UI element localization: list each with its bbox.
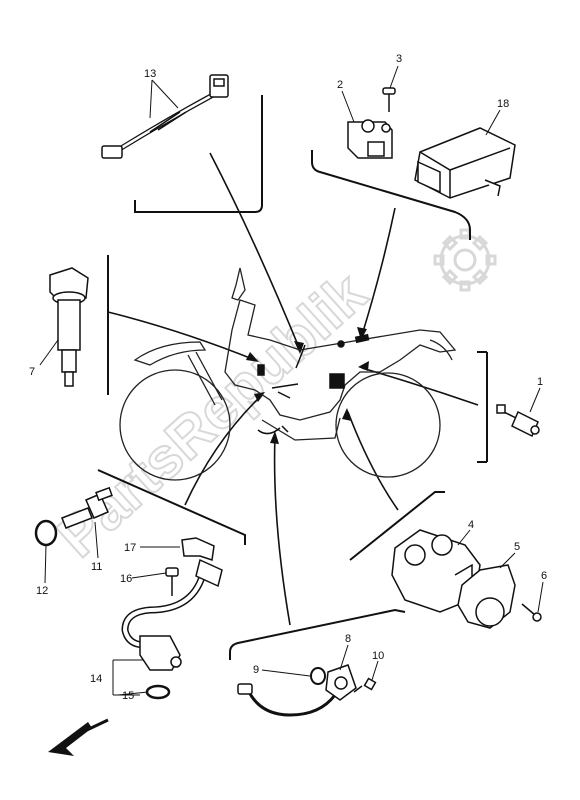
frame-11-12-14-17 xyxy=(97,469,246,545)
part-10-bolt xyxy=(353,677,377,693)
sensor-marker xyxy=(337,340,345,348)
frame-4-5-6 xyxy=(349,491,445,561)
callout-numbers: 1 2 3 4 5 6 7 8 9 10 11 12 13 14 15 16 1… xyxy=(29,53,547,702)
part-5-sensor xyxy=(457,564,516,629)
part-1-sensor xyxy=(496,404,540,438)
front-fender xyxy=(133,341,207,366)
leader-13 xyxy=(209,152,301,351)
frame-1 xyxy=(477,351,488,463)
callout-18: 18 xyxy=(497,98,509,110)
cam-sensor-marker xyxy=(257,425,289,435)
part-4-throttle-body xyxy=(391,529,481,613)
rear-frame xyxy=(429,339,453,361)
group-frames xyxy=(97,95,488,660)
arrow-down-left-icon xyxy=(48,718,109,756)
leader-7 xyxy=(107,311,256,361)
callout-1: 1 xyxy=(537,376,543,388)
callout-8: 8 xyxy=(345,633,351,645)
gear-icon xyxy=(433,228,497,292)
callout-2: 2 xyxy=(337,79,343,91)
callout-3: 3 xyxy=(396,53,402,65)
part-11-sensor xyxy=(61,486,113,529)
callout-15: 15 xyxy=(122,690,134,702)
callout-4: 4 xyxy=(468,519,474,531)
callout-6: 6 xyxy=(541,570,547,582)
callout-leaders xyxy=(39,65,544,696)
part-16-bolt xyxy=(165,567,179,596)
part-2-sensor xyxy=(347,119,393,159)
frame-13 xyxy=(134,95,263,213)
callout-5: 5 xyxy=(514,541,520,553)
part-17-clamp xyxy=(181,537,215,561)
part-3-bolt xyxy=(382,87,396,112)
leader-4 xyxy=(347,411,399,511)
front-wheel xyxy=(119,369,231,481)
part-13-wire-harness xyxy=(101,74,229,159)
callout-7: 7 xyxy=(29,366,35,378)
leader-lines-13 xyxy=(149,79,179,119)
front-fork xyxy=(187,351,223,406)
part-18-ecu xyxy=(414,127,516,199)
callout-13: 13 xyxy=(144,68,156,80)
leader-18 xyxy=(361,207,396,336)
frame-outline xyxy=(224,299,457,421)
callout-11: 11 xyxy=(91,561,102,573)
leader-17 xyxy=(184,394,263,506)
frame-2-3-18 xyxy=(311,150,471,240)
callout-10: 10 xyxy=(372,650,384,662)
part-7-ignition-coil xyxy=(49,267,89,387)
callout-17: 17 xyxy=(124,542,136,554)
part-14-sensor-assembly xyxy=(121,558,223,671)
callout-14: 14 xyxy=(90,673,102,685)
battery-marker xyxy=(329,373,345,389)
part-9-o-ring xyxy=(310,667,326,685)
callout-9: 9 xyxy=(253,664,259,676)
rear-wheel xyxy=(335,372,441,478)
component-markers xyxy=(257,333,370,435)
part-12-o-ring xyxy=(34,519,58,547)
coil-marker xyxy=(257,364,265,376)
callout-12: 12 xyxy=(36,585,48,597)
part-15-o-ring xyxy=(145,684,171,700)
part-8-sensor xyxy=(237,664,357,717)
frame-8-9-10 xyxy=(229,608,406,660)
leader-8 xyxy=(273,434,291,626)
callout-16: 16 xyxy=(120,573,132,585)
part-6-screw xyxy=(521,603,542,622)
leader-bracket-14 xyxy=(112,659,143,696)
harness-marker xyxy=(271,344,306,399)
headlight-cowl xyxy=(231,267,246,301)
ecu-marker xyxy=(354,333,370,344)
